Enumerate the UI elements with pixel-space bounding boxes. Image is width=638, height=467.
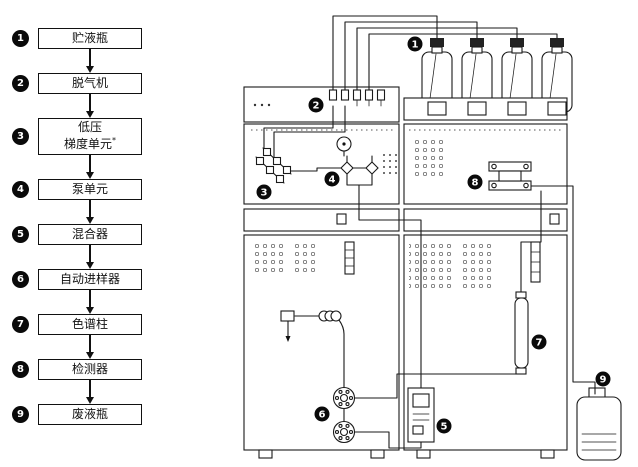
step-label: 自动进样器: [59, 271, 120, 286]
step-box: 泵单元: [38, 179, 142, 200]
step-label: 检测器: [71, 361, 108, 376]
step-label: 废液瓶: [71, 406, 108, 421]
callout-7-column: 7: [531, 334, 547, 350]
vent-slot: [344, 241, 355, 275]
autosampler-valves: [332, 386, 356, 444]
flow-arrow-icon: [85, 290, 95, 314]
callout-9-waste: 9: [595, 371, 611, 387]
step-number-badge: 7: [12, 316, 29, 333]
flow-step-6: 6 自动进样器: [12, 269, 142, 290]
flow-arrow-icon: [85, 380, 95, 404]
callout-5-mixer: 5: [436, 418, 452, 434]
flow-step-5: 5 混合器: [12, 224, 142, 245]
step-number-badge: 4: [12, 181, 29, 198]
flow-arrow-icon: [85, 49, 95, 73]
tubing: [263, 15, 596, 449]
callout-1-reservoir: 1: [407, 36, 423, 52]
step-label: 泵单元: [71, 181, 108, 196]
step-label: 低压: [77, 120, 102, 135]
flow-step-9: 9 废液瓶: [12, 404, 142, 425]
degasser-inlet-fittings: [328, 89, 386, 107]
step-number-badge: 5: [12, 226, 29, 243]
vent-grid: [409, 242, 453, 290]
instrument-feet: [258, 449, 555, 459]
callout-4-pump: 4: [324, 171, 340, 187]
autosampler-needle-unit: [280, 310, 342, 342]
step-box: 色谱柱: [38, 314, 142, 335]
flow-step-7: 7 色谱柱: [12, 314, 142, 335]
solvent-bottles: [421, 38, 573, 113]
svg-text:3: 3: [261, 188, 268, 199]
step-label-line2: 梯度单元*: [63, 136, 116, 151]
flow-arrow-icon: [85, 245, 95, 269]
callout-3-gradient-unit: 3: [256, 184, 272, 200]
flow-arrow-icon: [85, 94, 95, 118]
step-number-badge: 8: [12, 361, 29, 378]
flow-step-2: 2 脱气机: [12, 73, 142, 94]
panel-port: [336, 213, 347, 225]
detector-cell: [488, 161, 532, 191]
step-number-badge: 9: [12, 406, 29, 423]
step-number-badge: 1: [12, 30, 29, 47]
step-number-badge: 6: [12, 271, 29, 288]
callout-6-autosampler: 6: [314, 406, 330, 422]
step-number-badge: 2: [12, 75, 29, 92]
flow-step-3: 3 低压 梯度单元*: [12, 118, 142, 155]
step-label: 贮液瓶: [71, 30, 108, 45]
flow-step-1: 1 贮液瓶: [12, 28, 142, 49]
step-box: 脱气机: [38, 73, 142, 94]
svg-text:7: 7: [536, 338, 543, 349]
mixer-panel: [407, 387, 435, 443]
flow-step-4: 4 泵单元: [12, 179, 142, 200]
flow-arrow-icon: [85, 335, 95, 359]
vent-grid: [411, 138, 443, 180]
vent-grid: [291, 242, 319, 274]
svg-text:1: 1: [412, 40, 419, 51]
svg-text:5: 5: [441, 422, 448, 433]
bottle-tray: [403, 97, 568, 121]
step-label: 色谱柱: [71, 316, 108, 331]
diagram-callouts: 1 2 3 4 5 6 7 8 9: [256, 36, 611, 434]
flow-step-8: 8 检测器: [12, 359, 142, 380]
degasser-indicator-dots: [253, 103, 271, 107]
vent-grid: [459, 242, 493, 290]
instrument-diagram: 1 2 3 4 5 6 7 8 9: [243, 15, 622, 461]
flowchart: 1 贮液瓶 2 脱气机 3 低压 梯度单元* 4 泵单元 5 混合器 6: [12, 28, 142, 425]
callout-8-detector: 8: [467, 174, 483, 190]
vent-slot: [530, 241, 541, 283]
step-label: 混合器: [71, 226, 108, 241]
step-number-badge: 3: [12, 128, 29, 145]
column: [514, 291, 529, 375]
svg-text:4: 4: [329, 175, 336, 186]
step-box: 混合器: [38, 224, 142, 245]
panel-port: [549, 213, 560, 225]
step-box: 自动进样器: [38, 269, 142, 290]
step-box: 废液瓶: [38, 404, 142, 425]
svg-text:8: 8: [472, 178, 479, 189]
footnote-marker: *: [112, 136, 116, 145]
flow-arrow-icon: [85, 200, 95, 224]
step-box: 低压 梯度单元*: [38, 118, 142, 155]
vent-grid: [383, 152, 399, 174]
callout-2-degasser: 2: [308, 97, 324, 113]
gradient-valve-unit: [255, 147, 292, 184]
step-label: 脱气机: [71, 75, 108, 90]
svg-text:6: 6: [319, 410, 326, 421]
svg-text:2: 2: [313, 101, 320, 112]
svg-text:9: 9: [600, 375, 607, 386]
step-box: 检测器: [38, 359, 142, 380]
flow-arrow-icon: [85, 155, 95, 179]
waste-bottle: [576, 387, 622, 461]
step-box: 贮液瓶: [38, 28, 142, 49]
vent-grid: [251, 242, 285, 274]
